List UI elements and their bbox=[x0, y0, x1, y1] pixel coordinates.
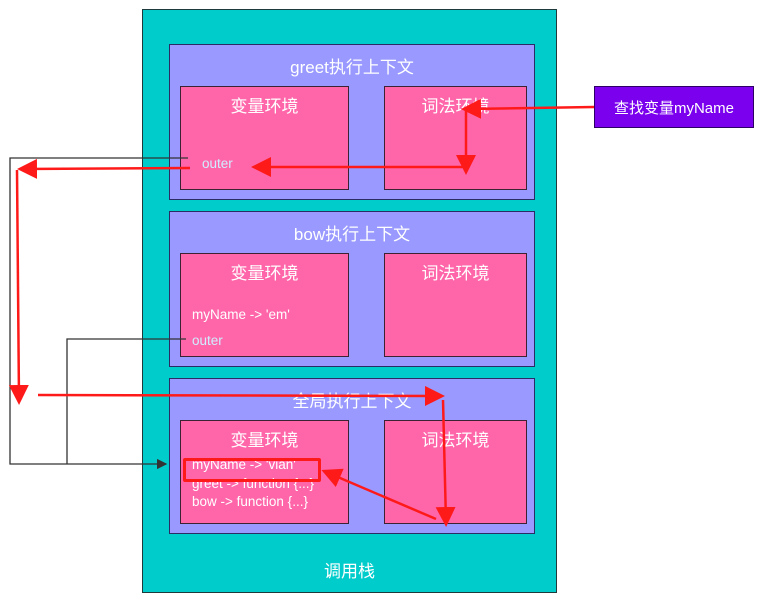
call-stack: greet执行上下文 变量环境 outer 词法环境 bow执行上下文 变量环境… bbox=[142, 9, 557, 593]
query-label: 查找变量myName bbox=[613, 99, 734, 117]
found-binding-arrow bbox=[321, 468, 437, 521]
env-title: 变量环境 bbox=[230, 431, 299, 450]
greet-execution-context: greet执行上下文 变量环境 outer 词法环境 bbox=[169, 44, 535, 200]
query-box: 查找变量myName bbox=[594, 86, 754, 128]
binding-line: myName -> 'em' bbox=[192, 307, 290, 322]
call-stack-label: 调用栈 bbox=[324, 562, 375, 581]
greet-outer-connector bbox=[9, 157, 188, 470]
binding-line: bow -> function {...} bbox=[192, 494, 308, 509]
global-lexical-arrow bbox=[435, 399, 456, 527]
context-title: greet执行上下文 bbox=[290, 58, 414, 77]
lexical-environment: 词法环境 bbox=[384, 253, 527, 357]
down-to-global-arrow bbox=[8, 169, 29, 405]
env-title: 变量环境 bbox=[230, 97, 299, 116]
env-title: 词法环境 bbox=[421, 264, 490, 283]
context-title: bow执行上下文 bbox=[293, 225, 411, 244]
query-arrow bbox=[461, 98, 595, 119]
env-title: 变量环境 bbox=[230, 264, 299, 283]
outer-reference: outer bbox=[202, 156, 233, 171]
greet-outer-arrow bbox=[17, 158, 191, 179]
found-binding-highlight bbox=[183, 458, 321, 482]
outer-reference: outer bbox=[192, 333, 223, 348]
bow-outer-connector bbox=[66, 338, 186, 464]
to-global-context-arrow bbox=[37, 385, 445, 406]
env-title: 词法环境 bbox=[421, 431, 490, 450]
bow-execution-context: bow执行上下文 变量环境 myName -> 'em' outer 词法环境 bbox=[169, 211, 535, 367]
variable-environment: 变量环境 myName -> 'em' outer bbox=[180, 253, 349, 357]
